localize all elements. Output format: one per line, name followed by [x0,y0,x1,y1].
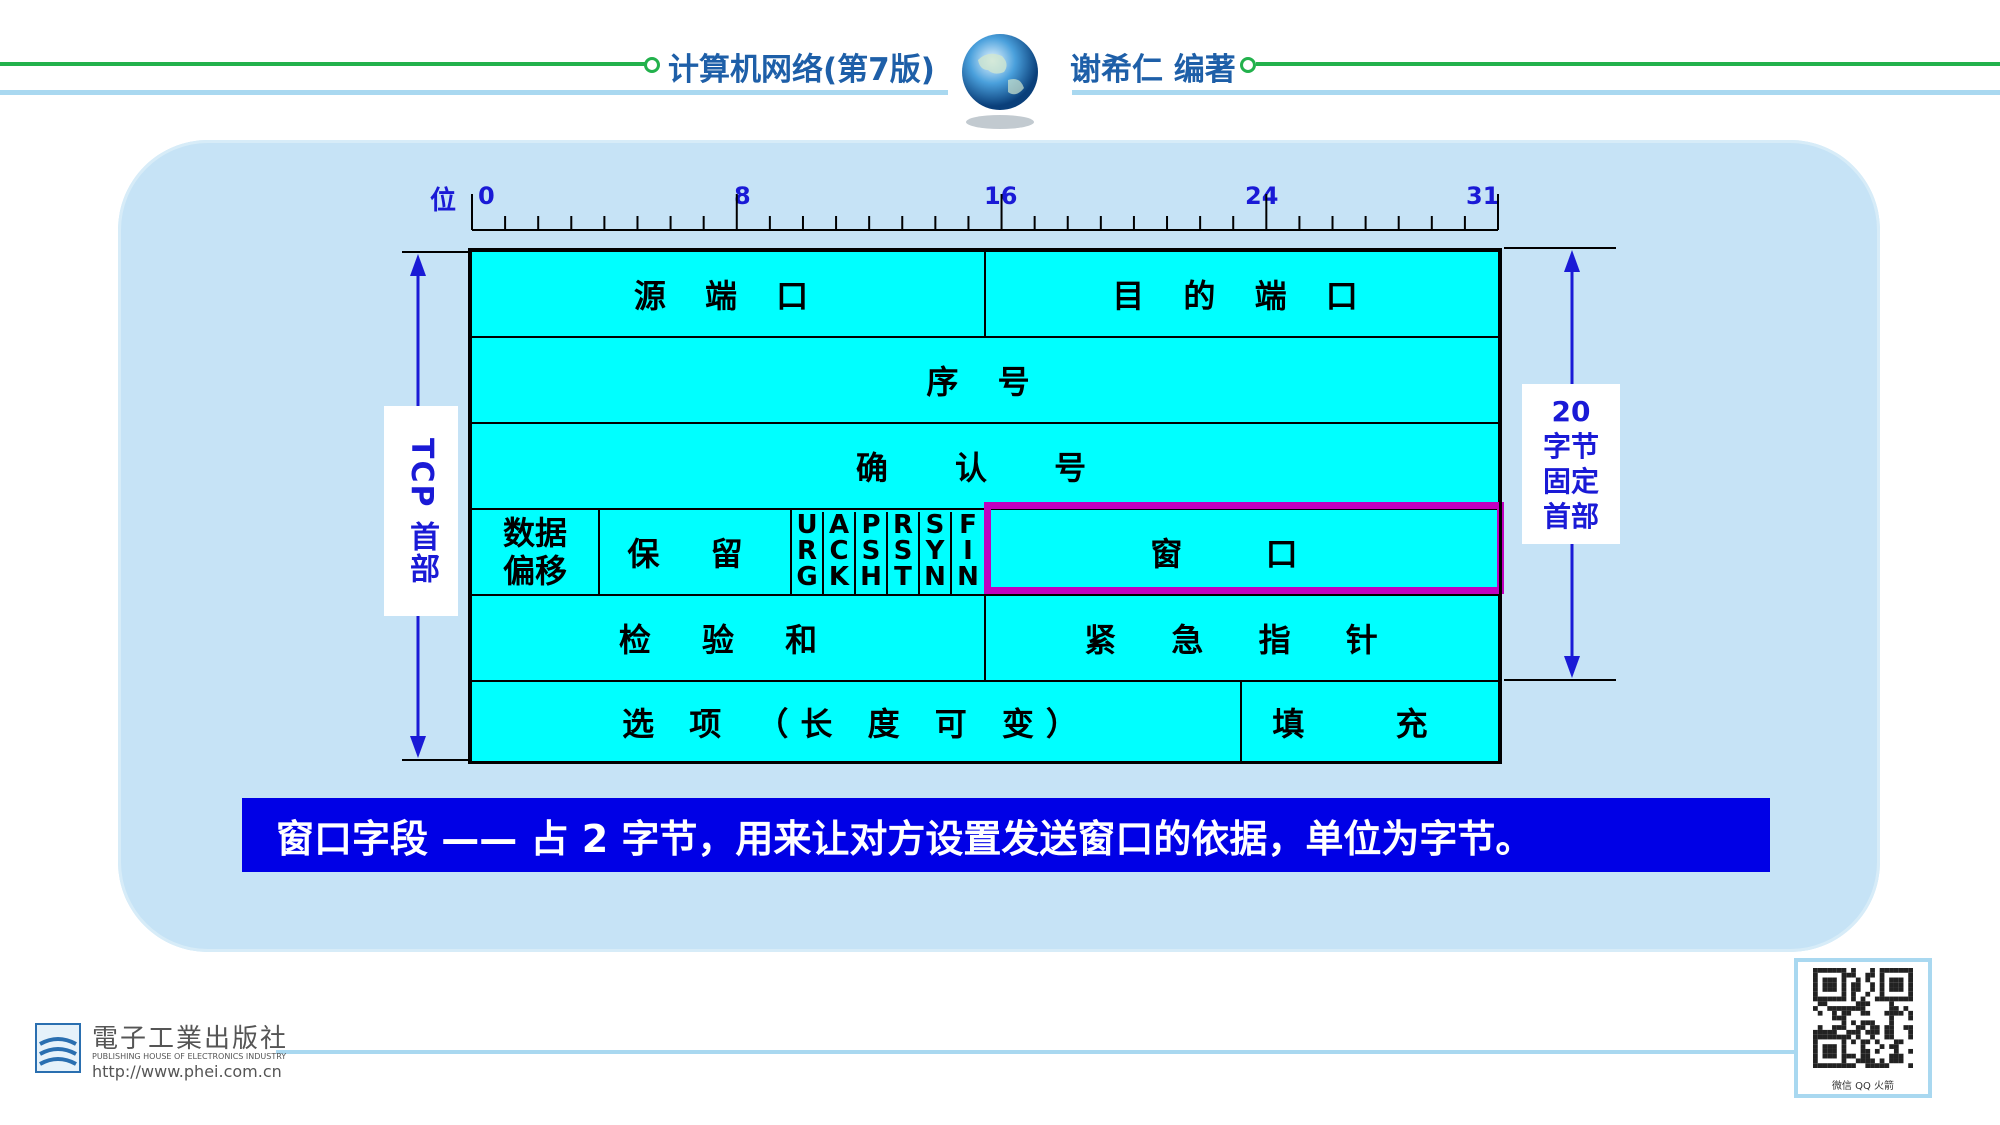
publisher-url: http://www.phei.com.cn [92,1062,282,1081]
publisher-logo-icon [34,1022,82,1074]
flag-urg: U R G [792,512,824,594]
qr-code-frame: 微信 QQ 火箭 [1794,958,1932,1098]
ack-number-field: 确 认 号 [470,422,1500,510]
qr-code-icon [1806,968,1920,1076]
qr-caption: 微信 QQ 火箭 [1831,1081,1895,1092]
footer-line [276,1050,1794,1054]
fixed-header-line1: 20 [1551,395,1591,428]
source-port-field: 源 端 口 [470,250,986,338]
header-line-left-2 [0,90,948,95]
header-circle-right [1240,57,1256,73]
fixed-header-line2: 字节 [1542,430,1599,463]
reserved-field: 保 留 [598,508,792,596]
header-circle-left [644,57,660,73]
flag-fin: F I N [957,510,979,592]
flag-syn: S Y N [920,512,952,594]
window-highlight [984,502,1504,594]
flag-rst: R S T [888,512,920,594]
window-field-caption: 窗口字段 —— 占 2 字节，用来让对方设置发送窗口的依据，单位为字节。 [242,798,1770,872]
tcp-header-label: TCP 首部 [384,406,458,616]
author-name: 谢希仁 编著 [1070,52,1236,88]
fixed-header-label: 20 字节 固定 首部 [1522,384,1620,544]
globe-icon [958,30,1042,130]
header-line-right [1256,62,2000,66]
data-offset-field: 数据 偏移 [470,508,600,596]
options-field: 选 项 （长 度 可 变） [470,680,1242,764]
fixed-header-line3: 固定 [1542,465,1599,498]
ruler-label: 位 [430,186,457,216]
publisher-name: 電子工業出版社 [92,1024,289,1054]
tcp-header-label-text: TCP 首部 [404,437,439,585]
fixed-header-line4: 首部 [1542,500,1599,533]
window-field: 窗 口 [984,508,1500,596]
bit-ruler [471,194,1499,231]
flag-ack: A C K [824,512,856,594]
header-line-left [0,62,648,66]
ruler-mark-31: 31 [1466,182,1500,210]
book-title: 计算机网络(第7版) [668,52,935,88]
publisher-english: PUBLISHING HOUSE OF ELECTRONICS INDUSTRY [92,1052,287,1061]
ruler-mark-0: 0 [478,182,495,210]
flag-psh: P S H [856,512,888,594]
ruler-mark-8: 8 [734,182,751,210]
padding-field: 填 充 [1240,680,1500,764]
urgent-pointer-field: 紧 急 指 针 [984,594,1500,682]
header-line-right-2 [1072,90,2000,95]
dest-port-field: 目 的 端 口 [984,250,1500,338]
sequence-number-field: 序 号 [470,336,1500,424]
checksum-field: 检 验 和 [470,594,986,682]
ruler-mark-24: 24 [1245,182,1279,210]
